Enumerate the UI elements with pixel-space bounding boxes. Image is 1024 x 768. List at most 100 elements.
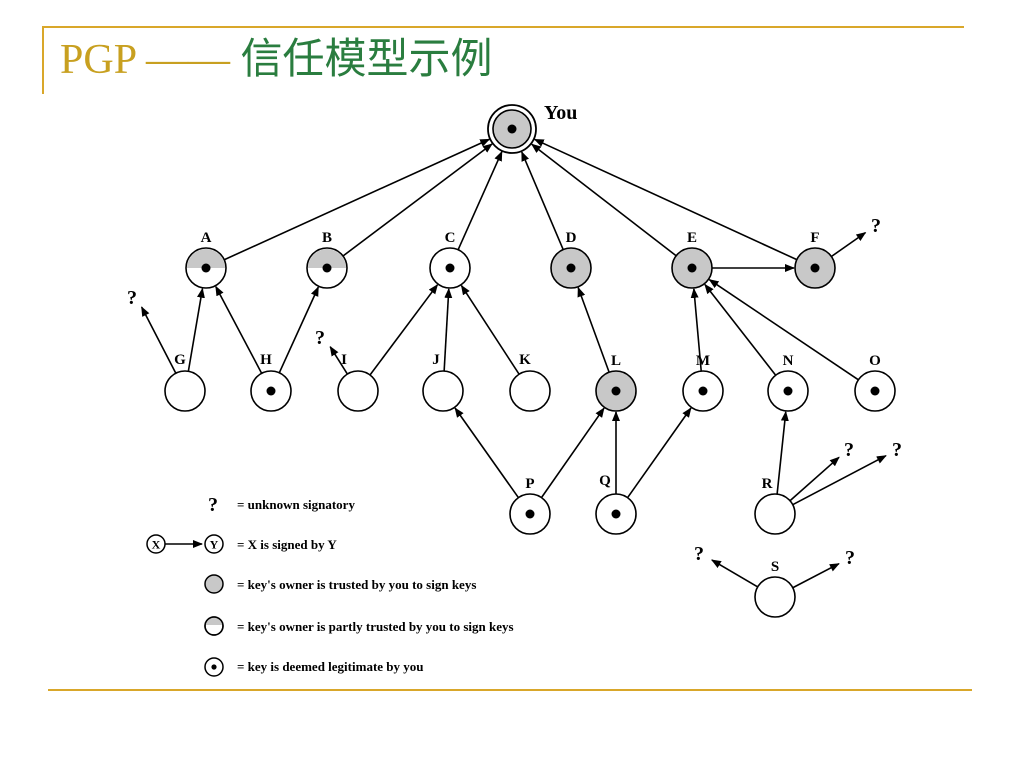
- unknown-signatory-mark: ?: [127, 287, 137, 309]
- edge-F-you: [533, 138, 798, 261]
- edges-layer: [187, 138, 859, 499]
- node-you: You: [487, 102, 577, 154]
- node-circle: [754, 576, 796, 618]
- node-I: I: [337, 352, 379, 412]
- legend-trusted-text: = key's owner is trusted by you to sign …: [237, 577, 476, 592]
- node-label: E: [687, 230, 697, 246]
- node-label: G: [174, 352, 186, 368]
- node-circle: [164, 370, 206, 412]
- node-circle: [422, 370, 464, 412]
- node-K: K: [509, 352, 551, 412]
- node-legit-dot: [698, 386, 708, 396]
- unknown-signatory-mark: ?: [845, 547, 855, 569]
- edge-S-unknown: [792, 562, 840, 589]
- node-label: J: [432, 352, 440, 368]
- edge-K-C: [460, 284, 520, 375]
- legend-partly-text: = key's owner is partly trusted by you t…: [237, 619, 514, 634]
- title-prefix: PGP ——: [60, 37, 230, 83]
- node-circle: [185, 247, 227, 289]
- unknown-signatory-mark: ?: [315, 327, 325, 349]
- legend-trusted-circle: [204, 574, 224, 594]
- node-label: M: [696, 353, 710, 369]
- node-E: E: [671, 230, 713, 289]
- node-legit-dot: [445, 263, 455, 273]
- unknown-signatory-mark: ?: [844, 439, 854, 461]
- bottom-rule: [48, 689, 972, 691]
- node-P: P: [509, 476, 551, 535]
- node-legit-dot: [870, 386, 880, 396]
- node-label: C: [445, 230, 456, 246]
- unknown-signatory-mark: ?: [694, 543, 704, 565]
- node-M: M: [682, 353, 724, 412]
- node-B: B: [306, 230, 348, 289]
- edge-P-J: [454, 407, 520, 499]
- legend-partly-outline: [204, 616, 224, 636]
- legend: ? = unknown signatory X Y = X is signed …: [146, 494, 514, 677]
- edge-H-A: [215, 285, 263, 374]
- edge-D-you: [521, 151, 564, 250]
- node-D: D: [550, 230, 592, 289]
- edge-L-D: [577, 286, 610, 373]
- edge-I-C: [369, 284, 439, 376]
- edge-A-you: [223, 138, 491, 261]
- node-label: I: [341, 352, 347, 368]
- edge-I-unknown: [329, 345, 349, 375]
- edge-R-unknown: [792, 455, 887, 506]
- edge-P-L: [540, 407, 605, 499]
- node-label: L: [611, 353, 621, 369]
- node-N: N: [767, 353, 809, 412]
- legend-partly-fill: [205, 617, 223, 625]
- legend-y-circle: [204, 534, 224, 554]
- legend-legit-text: = key is deemed legitimate by you: [237, 659, 424, 674]
- legend-unknown-symbol: ?: [208, 494, 218, 516]
- legend-y-label: Y: [210, 538, 219, 552]
- node-L: L: [595, 353, 637, 412]
- node-partial-fill: [187, 249, 225, 268]
- node-legit-dot: [525, 509, 535, 519]
- node-circle: [509, 370, 551, 412]
- node-F: F: [794, 230, 836, 289]
- node-label: N: [783, 353, 794, 369]
- node-C: C: [429, 230, 471, 289]
- node-label: F: [810, 230, 819, 246]
- edge-Q-M: [626, 407, 692, 499]
- edge-R-N: [776, 410, 789, 495]
- legend-x-label: X: [152, 538, 161, 552]
- node-label: Q: [599, 473, 611, 489]
- edge-C-you: [457, 150, 503, 251]
- title-top-rule: [42, 26, 964, 28]
- node-label: R: [762, 476, 773, 492]
- node-legit-dot: [611, 386, 621, 396]
- node-circle: [754, 493, 796, 535]
- node-legit-dot: [322, 263, 332, 273]
- node-R: R: [754, 476, 796, 535]
- title-main: 信任模型示例: [240, 37, 493, 83]
- node-H: H: [250, 352, 292, 412]
- node-J: J: [422, 352, 464, 412]
- node-O: O: [854, 353, 896, 412]
- node-Q: Q: [595, 473, 637, 535]
- node-legit-dot: [687, 263, 697, 273]
- edge-G-unknown: [140, 306, 177, 374]
- node-label: H: [260, 352, 272, 368]
- edge-G-A: [187, 287, 205, 372]
- node-label: K: [519, 352, 531, 368]
- node-legit-dot: [783, 386, 793, 396]
- node-label: A: [201, 230, 212, 246]
- node-S: S: [754, 559, 796, 618]
- node-circle: [306, 247, 348, 289]
- node-legit-dot: [611, 509, 621, 519]
- node-A: A: [185, 230, 227, 289]
- edge-E-you: [530, 143, 677, 257]
- node-circle: [337, 370, 379, 412]
- node-legit-dot: [507, 124, 517, 134]
- node-label: P: [525, 476, 534, 492]
- unknown-signatory-mark: ?: [892, 439, 902, 461]
- node-G: G: [164, 352, 206, 412]
- node-label: You: [544, 102, 577, 124]
- edge-F-unknown: [830, 231, 867, 258]
- edge-S-unknown: [711, 559, 759, 588]
- edge-J-C: [443, 287, 453, 372]
